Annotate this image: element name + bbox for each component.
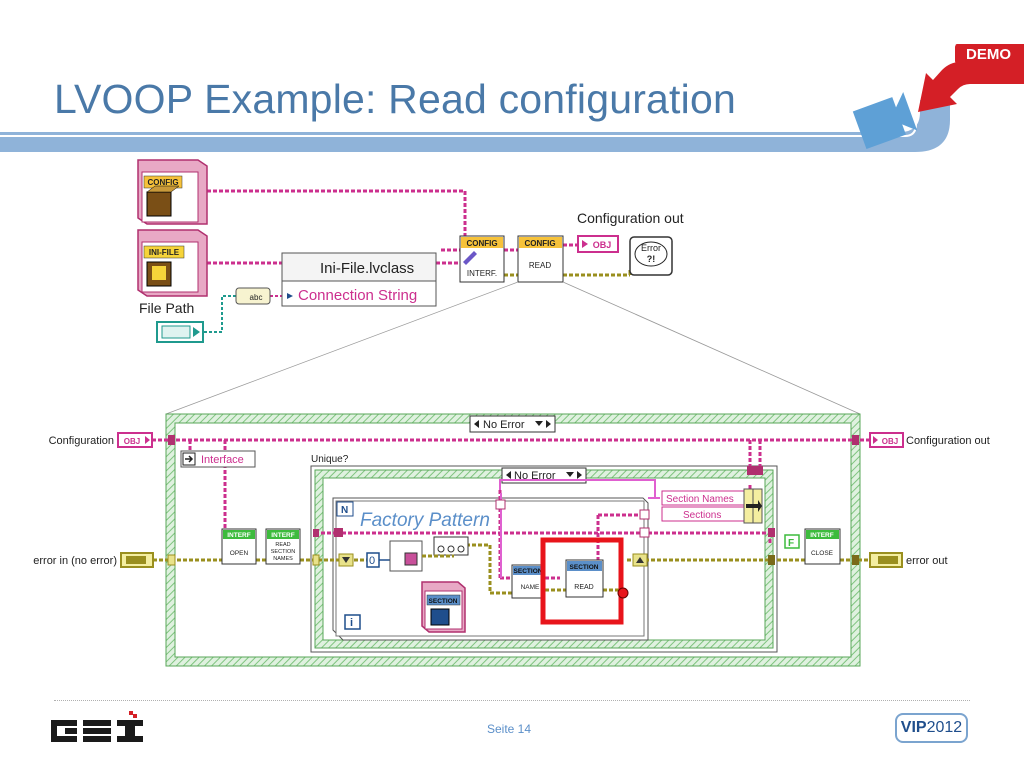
interface-ref-node[interactable]: Interface [180, 450, 256, 468]
bottom-diagram: No Error Unique? No Error Factory Patter… [33, 413, 990, 667]
demo-badge-label: DEMO [966, 46, 1011, 63]
ini-node-property: Connection String [298, 287, 417, 304]
configuration-out-label: Configuration out [906, 435, 990, 447]
configuration-in-control[interactable]: OBJ [117, 432, 153, 448]
false-const-label: F [788, 538, 794, 549]
obj-terminal-in: OBJ [124, 437, 140, 446]
config-out-label: Configuration out [577, 210, 684, 226]
n-label: N [341, 505, 348, 516]
obj-terminal-top: OBJ [593, 240, 612, 250]
array-cluster-node[interactable] [433, 536, 469, 556]
section-read-body: READ [574, 584, 593, 591]
section-names-label: Section Names [666, 494, 734, 505]
svg-text:SECTION: SECTION [271, 549, 295, 555]
section-read-header: SECTION [570, 564, 599, 571]
svg-text:?!: ?! [647, 254, 656, 264]
loop-count-terminal: N [336, 501, 354, 517]
page-number: Seite 14 [487, 722, 532, 736]
file-path-control[interactable] [156, 321, 204, 343]
interf-vi-body: INTERF. [467, 269, 497, 278]
section-read-subvi[interactable]: SECTION READ [565, 559, 604, 598]
i-label: i [350, 617, 353, 629]
error-out-label: error out [906, 555, 948, 567]
unique-label: Unique? [311, 454, 349, 465]
error-out-indicator[interactable] [869, 552, 903, 568]
zero-const-label: 0 [369, 555, 375, 567]
section-names-indicator[interactable]: Section Names [661, 490, 745, 506]
interf-open-subvi[interactable]: INTERF OPEN [221, 528, 257, 565]
interf-read-section-names-subvi[interactable]: INTERF READ SECTION NAMES [265, 528, 301, 565]
false-constant[interactable]: F [784, 534, 800, 549]
svg-text:NAMES: NAMES [273, 556, 293, 562]
interf-close-subvi[interactable]: INTERF CLOSE [804, 528, 841, 565]
zero-constant[interactable]: 0 [366, 552, 380, 568]
configuration-out-indicator[interactable]: OBJ [869, 432, 904, 448]
bundle-node[interactable] [743, 488, 763, 524]
read-sections-header: INTERF [271, 532, 295, 539]
gsi-logo [51, 710, 146, 750]
sections-indicator[interactable]: Sections [661, 506, 745, 522]
close-vi-body: CLOSE [811, 550, 834, 557]
read-vi-body: READ [529, 261, 551, 270]
conv-label: abc [250, 293, 263, 302]
close-vi-header: INTERF [810, 532, 834, 539]
highlight-box [540, 537, 624, 625]
configuration-in-label: Configuration [49, 435, 114, 447]
config-read-subvi[interactable]: CONFIG READ [517, 235, 564, 283]
open-vi-body: OPEN [230, 550, 249, 557]
open-vi-header: INTERF [227, 532, 251, 539]
ini-node-title: Ini-File.lvclass [320, 260, 414, 277]
config-class-constant[interactable]: CONFIG [137, 159, 208, 225]
sections-label: Sections [683, 510, 721, 521]
section-class-label: SECTION [429, 598, 458, 605]
loop-iteration-terminal: i [344, 614, 361, 630]
error-handler-node[interactable]: Error ?! [629, 236, 673, 276]
config-out-indicator[interactable]: OBJ [577, 235, 619, 253]
path-to-string-node[interactable]: abc [235, 287, 271, 305]
vip-logo-bold: VIP [900, 719, 927, 736]
outer-case-label: No Error [483, 419, 525, 431]
ini-class-label: INI-FILE [149, 248, 180, 257]
slide-title: LVOOP Example: Read configuration [54, 76, 736, 122]
stop-terminal [617, 587, 629, 599]
error-in-control[interactable] [120, 552, 154, 568]
ini-file-class-constant[interactable]: INI-FILE [137, 229, 208, 297]
footer-divider [54, 700, 970, 701]
svg-text:READ: READ [275, 542, 290, 548]
top-diagram: CONFIG INI-FILE File Path abc [137, 159, 861, 415]
section-name-header: SECTION [514, 568, 543, 575]
section-name-subvi[interactable]: SECTION NAME [511, 564, 546, 599]
svg-text:Error: Error [641, 243, 661, 253]
section-name-body: NAME [521, 584, 540, 591]
error-in-label: error in (no error) [33, 555, 117, 567]
header-band [0, 92, 950, 152]
config-interf-subvi[interactable]: CONFIG INTERF. [459, 235, 505, 283]
demo-badge: DEMO [918, 44, 1024, 112]
read-vi-header: CONFIG [524, 239, 555, 248]
obj-terminal-out: OBJ [882, 437, 898, 446]
interf-vi-header: CONFIG [466, 239, 497, 248]
factory-pattern-label: Factory Pattern [360, 510, 490, 531]
config-class-label: CONFIG [147, 178, 178, 187]
interface-ref-label: Interface [201, 454, 244, 466]
vip-logo-year: 2012 [926, 719, 963, 736]
section-class-constant[interactable]: SECTION [421, 581, 466, 633]
file-path-label: File Path [139, 300, 194, 316]
get-class-node[interactable] [389, 540, 423, 572]
ini-file-bundle-node[interactable]: Ini-File.lvclass Connection String [281, 252, 437, 307]
outer-case-selector[interactable]: No Error [469, 415, 556, 433]
